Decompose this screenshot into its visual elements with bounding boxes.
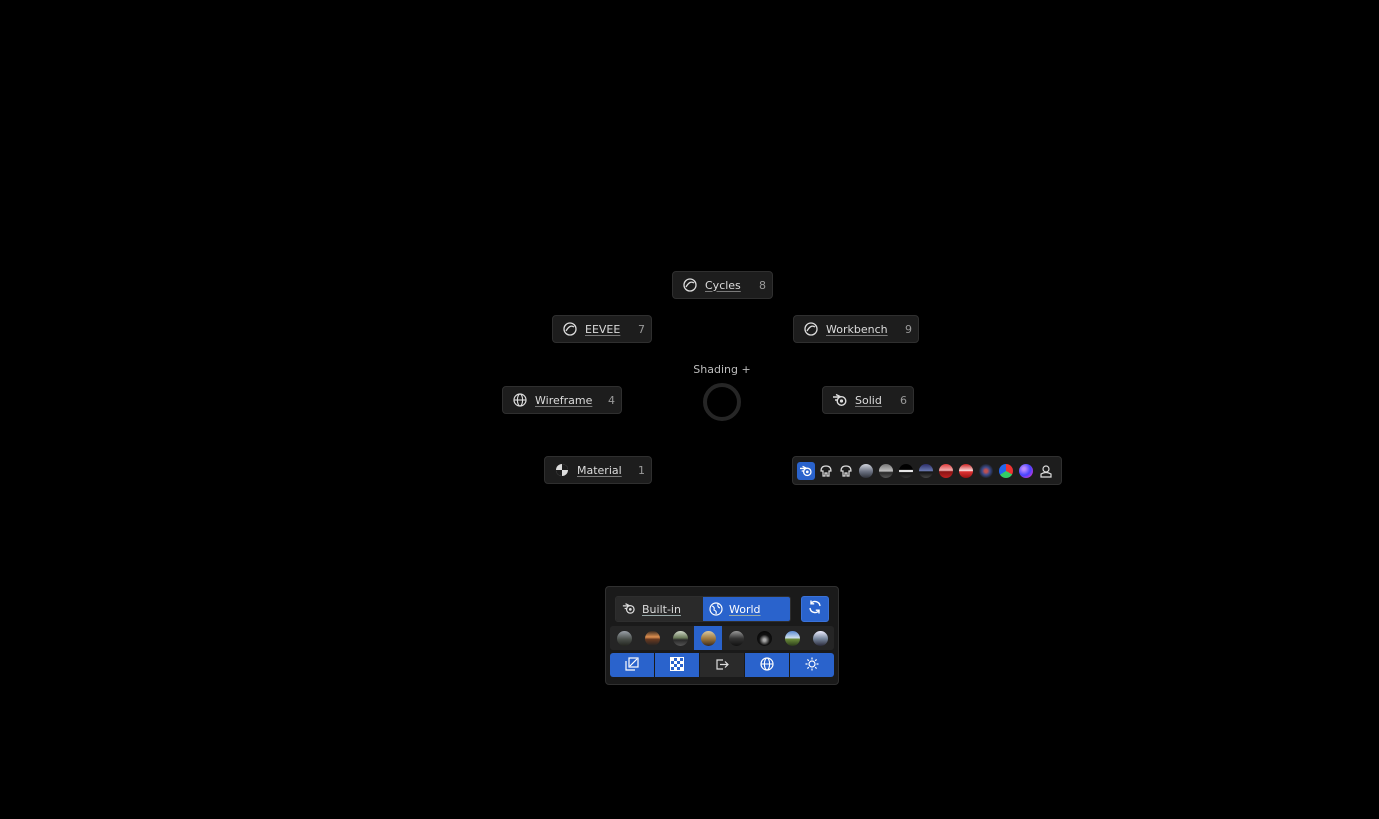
layers-toggle[interactable]	[610, 653, 654, 677]
shortcut-key: 6	[900, 393, 907, 407]
pie-item-label: EEVEE	[585, 322, 621, 336]
shortcut-key: 8	[759, 278, 766, 292]
blender-icon	[622, 602, 636, 616]
wireframe-globe-icon	[512, 392, 528, 408]
pie-item-material[interactable]: Material 1	[544, 456, 652, 484]
matcap-selector-row	[792, 456, 1062, 485]
shortcut-key: 1	[638, 463, 645, 477]
render-engine-icon	[803, 321, 819, 337]
layers-icon	[625, 656, 639, 675]
export-toggle[interactable]	[700, 653, 744, 677]
render-engine-icon	[682, 277, 698, 293]
hdri-thumbnail[interactable]	[750, 626, 778, 650]
sun-toggle[interactable]	[790, 653, 834, 677]
hdri-thumbnail[interactable]	[638, 626, 666, 650]
blender-icon	[832, 392, 848, 408]
shader-ball-icon[interactable]	[817, 462, 835, 480]
pie-item-label: Workbench	[826, 322, 888, 336]
refresh-icon	[807, 599, 823, 619]
globe-toggle[interactable]	[745, 653, 789, 677]
pie-item-solid[interactable]: Solid 6	[822, 386, 914, 414]
shortcut-key: 4	[608, 393, 615, 407]
lighting-source-toggle: Built-in World	[615, 596, 791, 622]
refresh-button[interactable]	[801, 596, 829, 622]
world-option[interactable]: World	[703, 597, 790, 621]
option-label: Built-in	[642, 602, 681, 616]
pie-item-eevee[interactable]: EEVEE 7	[552, 315, 652, 343]
hdri-thumbnail[interactable]	[694, 626, 722, 650]
hdri-thumbnail[interactable]	[778, 626, 806, 650]
export-icon	[715, 656, 729, 675]
world-options-toggles	[610, 653, 834, 677]
hdri-selector-row	[610, 626, 834, 650]
shader-ball-icon[interactable]	[837, 462, 855, 480]
sun-icon	[805, 656, 819, 675]
pie-title: Shading +	[693, 363, 751, 376]
shortcut-key: 9	[905, 322, 912, 336]
dark-blue-matcap[interactable]	[977, 462, 995, 480]
pie-item-label: Cycles	[705, 278, 741, 292]
hdri-thumbnail[interactable]	[666, 626, 694, 650]
hdri-thumbnail[interactable]	[722, 626, 750, 650]
gray-sphere-matcap[interactable]	[857, 462, 875, 480]
globe-icon	[760, 656, 774, 675]
striped-matcap[interactable]	[897, 462, 915, 480]
dark-sphere-matcap[interactable]	[877, 462, 895, 480]
blender-icon[interactable]	[797, 461, 815, 480]
render-engine-icon	[562, 321, 578, 337]
pie-center-ring	[703, 383, 741, 421]
pie-item-workbench[interactable]: Workbench 9	[793, 315, 919, 343]
checker-toggle[interactable]	[655, 653, 699, 677]
pie-item-label: Material	[577, 463, 622, 477]
built-in-option[interactable]: Built-in	[616, 597, 703, 621]
shortcut-key: 7	[638, 322, 645, 336]
rgb-matcap[interactable]	[997, 462, 1015, 480]
world-lighting-panel: Built-in World	[605, 586, 839, 685]
pie-item-label: Solid	[855, 393, 882, 407]
gradient-sphere-matcap[interactable]	[1017, 462, 1035, 480]
red-matcap[interactable]	[957, 462, 975, 480]
pie-item-label: Wireframe	[535, 393, 593, 407]
navy-matcap[interactable]	[917, 462, 935, 480]
hdri-thumbnail[interactable]	[806, 626, 834, 650]
option-label: World	[729, 602, 761, 616]
red-matcap[interactable]	[937, 462, 955, 480]
world-icon	[709, 602, 723, 616]
pie-item-wireframe[interactable]: Wireframe 4	[502, 386, 622, 414]
checker-icon	[670, 656, 684, 675]
material-sphere-icon	[554, 462, 570, 478]
pie-item-cycles[interactable]: Cycles 8	[672, 271, 773, 299]
hdri-thumbnail[interactable]	[610, 626, 638, 650]
user-matcap-icon[interactable]	[1037, 462, 1055, 480]
